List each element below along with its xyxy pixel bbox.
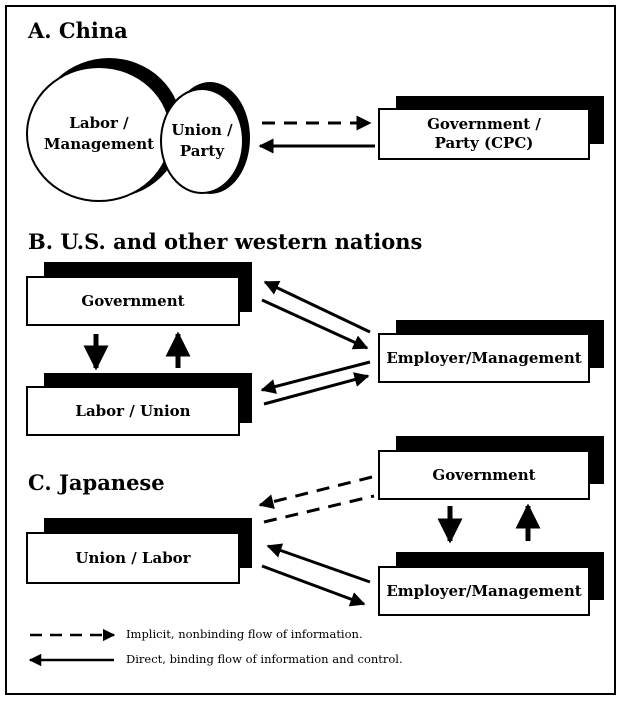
section-a-title: A. China: [28, 18, 128, 43]
section-b-title: B. U.S. and other western nations: [28, 229, 423, 254]
jp-government-label: Government: [432, 465, 536, 484]
labor-management-line-1: Labor /: [69, 114, 129, 132]
us-labor-union-label: Labor / Union: [75, 401, 191, 420]
us-arrow-employer-to-gov: [263, 280, 371, 334]
us-arrow-employer-to-labor: [260, 360, 371, 394]
government-party-box: Government / Party (CPC): [378, 108, 590, 160]
us-labor-union-box: Labor / Union: [26, 386, 240, 436]
union-party-circle: Union / Party: [160, 88, 244, 194]
jp-union-labor-box: Union / Labor: [26, 532, 240, 584]
jp-arrow-union-to-employer: [261, 564, 366, 607]
government-party-line-1: Government /: [427, 115, 541, 133]
union-party-line-2: Party: [179, 142, 225, 160]
labor-management-circle: Labor / Management: [26, 66, 172, 202]
us-employer-label: Employer/Management: [386, 348, 582, 367]
jp-arrow-employer-to-union: [266, 543, 371, 584]
us-government-box: Government: [26, 276, 240, 326]
labor-management-line-2: Management: [43, 135, 155, 153]
government-party-line-2: Party (CPC): [434, 134, 534, 152]
us-government-label: Government: [81, 291, 185, 310]
us-arrow-gov-to-employer: [261, 298, 369, 350]
legend-implicit-text: Implicit, nonbinding flow of information…: [126, 627, 363, 641]
jp-implicit-line-union-to-gov: [263, 494, 375, 524]
jp-employer-label: Employer/Management: [386, 581, 582, 600]
us-arrow-labor-to-employer: [263, 372, 370, 406]
jp-government-box: Government: [378, 450, 590, 500]
union-party-line-1: Union /: [171, 121, 233, 139]
us-employer-box: Employer/Management: [378, 333, 590, 383]
diagram-frame: [5, 5, 616, 695]
jp-implicit-arrow-gov-to-union: [258, 475, 373, 510]
legend-direct-text: Direct, binding flow of information and …: [126, 652, 403, 666]
section-c-title: C. Japanese: [28, 470, 165, 495]
jp-union-labor-label: Union / Labor: [75, 548, 191, 567]
jp-employer-box: Employer/Management: [378, 566, 590, 616]
